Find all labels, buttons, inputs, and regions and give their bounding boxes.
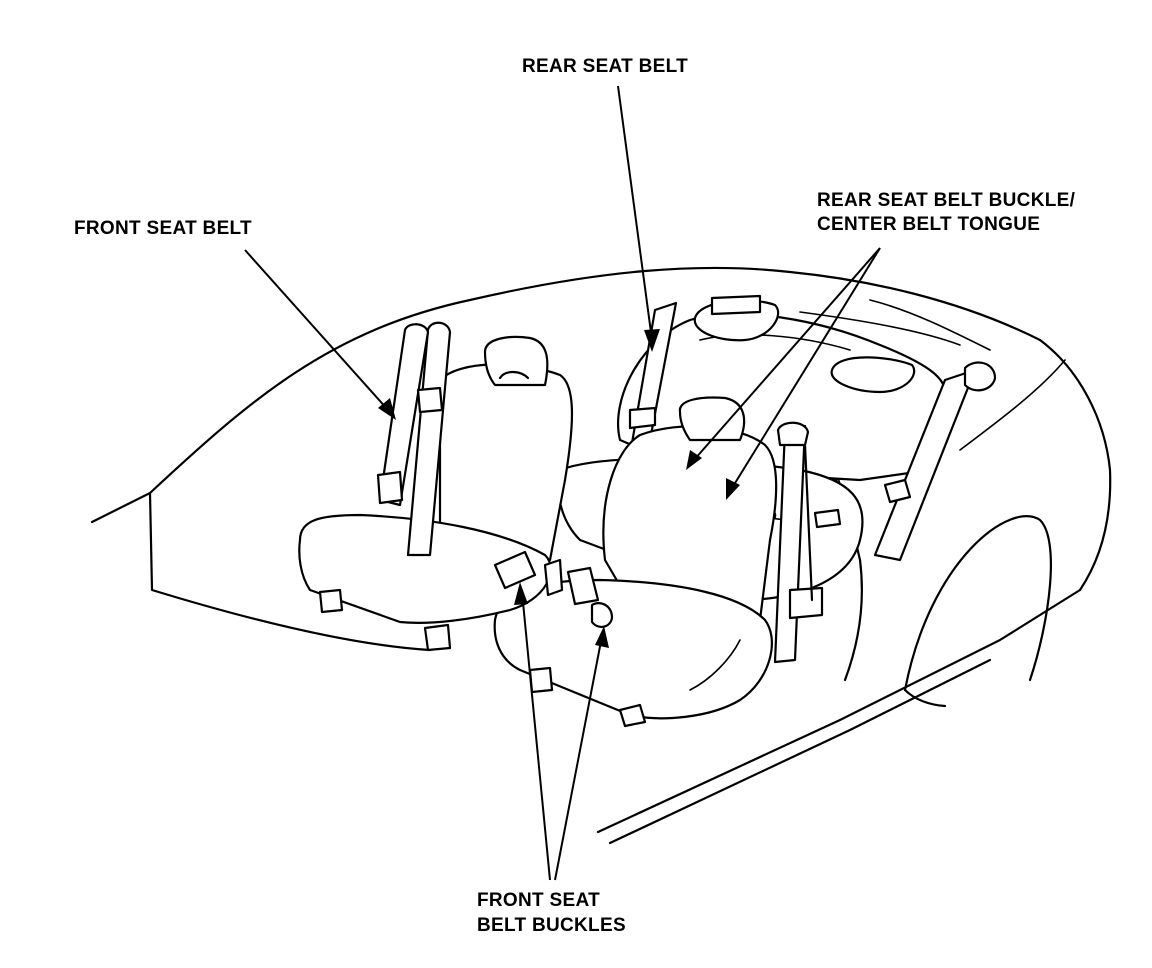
rear-buckle-arrowhead-1	[686, 450, 702, 470]
car-body	[90, 266, 1112, 845]
rear-seat-belt-arrowhead	[644, 329, 660, 352]
rear-seat-belt-label: REAR SEAT BELT	[522, 56, 688, 77]
front-buckles-label-line1: FRONT SEAT	[477, 890, 600, 911]
rear-buckle-label-line2: CENTER BELT TONGUE	[817, 214, 1040, 235]
front-buckles-label-line2: BELT BUCKLES	[477, 915, 626, 936]
rear-buckle-arrowhead-2	[726, 478, 740, 500]
leader-lines	[244, 85, 881, 881]
labels: REAR SEAT BELT FRONT SEAT BELT REAR SEAT…	[74, 56, 1076, 936]
front-buckles-leader-1	[521, 591, 551, 881]
front-seat-belt-leader	[244, 249, 389, 411]
rear-buckle-label-line1: REAR SEAT BELT BUCKLE/	[817, 190, 1076, 211]
rear-buckle-leader-2	[731, 247, 881, 489]
front-left-seat	[298, 335, 574, 652]
front-buckles-arrowhead-2	[595, 626, 609, 648]
front-right-seat-belt	[773, 421, 824, 664]
front-left-seat-belt	[376, 321, 452, 557]
front-buckles-arrowhead-1	[514, 582, 528, 605]
front-seat-belt-buckles	[493, 550, 614, 628]
front-seat-belt-label: FRONT SEAT BELT	[74, 218, 252, 239]
rear-seat-belt-leader	[617, 85, 653, 341]
front-seat-belt-arrowhead	[378, 398, 396, 420]
rear-seat-belt-straps	[628, 294, 997, 562]
front-buckles-leader-2	[554, 635, 603, 881]
rear-buckle-leader-1	[693, 247, 881, 461]
front-right-seat	[493, 396, 778, 728]
